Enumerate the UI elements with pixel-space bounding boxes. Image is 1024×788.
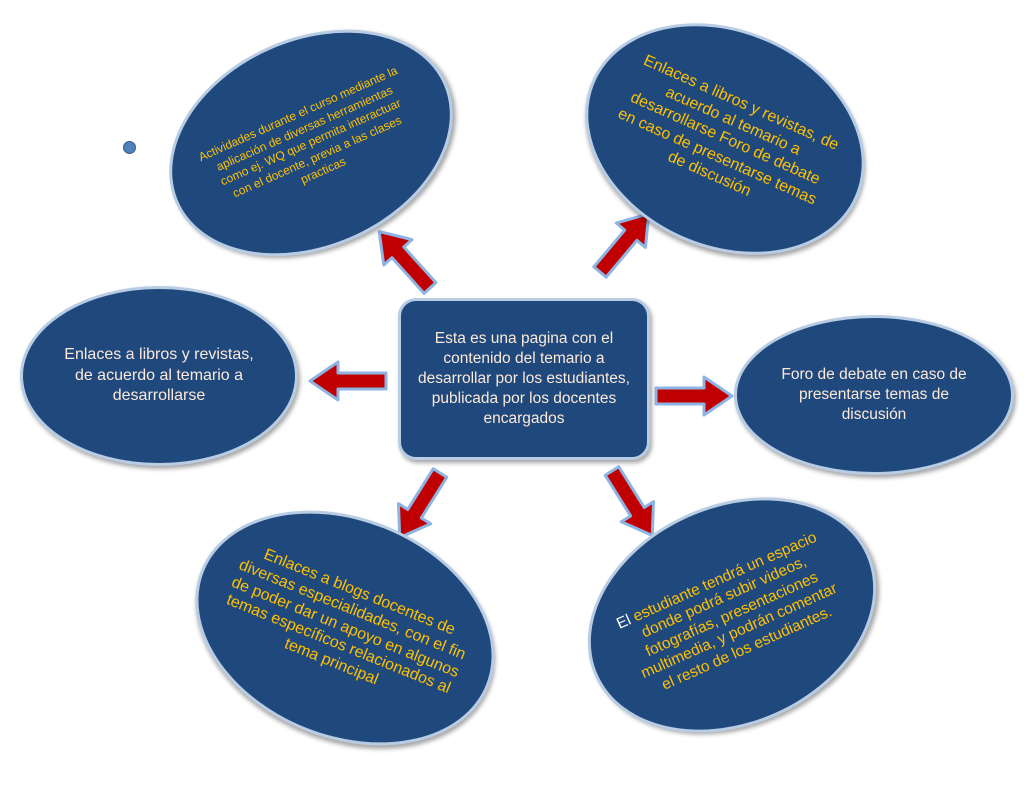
node-links-books-text: Enlaces a libros y revistas, de acuerdo … <box>64 345 254 405</box>
center-node: Esta es una pagina con el contenido del … <box>398 298 650 460</box>
node-debate-forum-text: Foro de debate en caso de presentarse te… <box>781 365 967 424</box>
center-node-text: Esta es una pagina con el contenido del … <box>418 329 630 428</box>
arrow-to-top-left <box>363 217 446 303</box>
node-student-space-rest: estudiante tendrá un espacio donde podrá… <box>626 528 840 694</box>
arrow-to-left <box>308 360 388 402</box>
arrow-to-right <box>654 375 734 417</box>
node-debate-forum: Foro de debate en caso de presentarse te… <box>734 315 1014 475</box>
bullet-dot <box>123 141 136 154</box>
node-links-books: Enlaces a libros y revistas, de acuerdo … <box>20 286 298 466</box>
